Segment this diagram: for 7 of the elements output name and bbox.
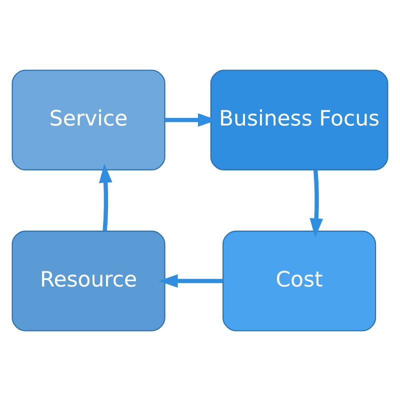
- node-box: Cost: [222, 230, 376, 331]
- arrow: [310, 169, 324, 238]
- arrow: [98, 163, 112, 231]
- node-box: Business Focus: [210, 69, 388, 170]
- node-box: Resource: [12, 230, 166, 331]
- node-box: Service: [12, 69, 166, 170]
- arrow: [158, 274, 223, 288]
